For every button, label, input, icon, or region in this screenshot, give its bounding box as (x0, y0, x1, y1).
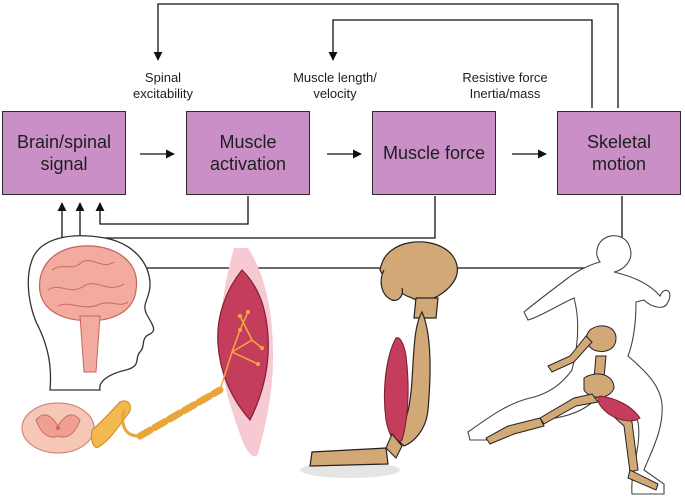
brain-spinal-signal-box: Brain/spinal signal (2, 111, 126, 195)
femur-head (413, 297, 439, 319)
femur-bone (393, 310, 431, 447)
muscle-length-velocity-line2: velocity (313, 86, 357, 101)
feedback-arrow-length (328, 19, 593, 108)
brain-spinal-signal-label: Brain/spinal signal (16, 132, 112, 174)
spinal-excitability-line2: excitability (133, 86, 193, 101)
feedback-arrow-activation (95, 196, 249, 225)
feedback-arrows-bottom (57, 196, 623, 269)
skeletal-motion-box: Skeletal motion (557, 111, 681, 195)
leg-skeleton-illustration (300, 241, 458, 478)
nerve-branches (219, 311, 263, 391)
muscle-length-velocity-line1: Muscle length/ (293, 70, 377, 85)
skeletal-motion-label: Skeletal motion (586, 132, 652, 174)
brain-icon (39, 245, 138, 321)
runner-pelvis (583, 373, 615, 398)
leg-muscle-icon (383, 337, 409, 442)
muscle-activation-label: Muscle activation (209, 132, 287, 174)
spinal-cord-section-illustration (21, 400, 131, 454)
brain-stem (79, 315, 101, 373)
feedback-arrow-spinal (153, 3, 619, 108)
spinal-excitability-line1: Spinal (144, 70, 182, 85)
brain-folds (47, 260, 129, 308)
feedback-arrow-motion (57, 196, 623, 269)
runner-ribcage (586, 325, 617, 352)
head-with-brain-illustration (27, 235, 155, 391)
muscle-activation-box: Muscle activation (186, 111, 310, 195)
runner-outline (467, 235, 671, 495)
muscle-force-box: Muscle force (372, 111, 496, 195)
muscle-force-label: Muscle force (382, 143, 486, 163)
runner-arm (547, 335, 593, 373)
inertia-mass-line2: Inertia/mass (469, 86, 541, 101)
resistive-force-line1: Resistive force (462, 70, 548, 85)
tibia-bone (309, 447, 389, 467)
runner-tibia-back (485, 417, 545, 445)
knee-bone (385, 432, 403, 459)
spinal-excitability-label: Spinal excitability (118, 70, 208, 102)
nerve-root (91, 400, 131, 448)
muscle-length-velocity-label: Muscle length/ velocity (276, 70, 394, 102)
feedback-arrows-top (153, 3, 619, 108)
feedback-arrow-force (75, 196, 436, 239)
resistive-force-label: Resistive force Inertia/mass (446, 70, 564, 102)
runner-muscle-icon (597, 395, 641, 422)
running-figure-illustration (467, 235, 671, 495)
myelinated-axon (136, 386, 224, 440)
nerve-to-muscle-illustration (121, 248, 274, 457)
